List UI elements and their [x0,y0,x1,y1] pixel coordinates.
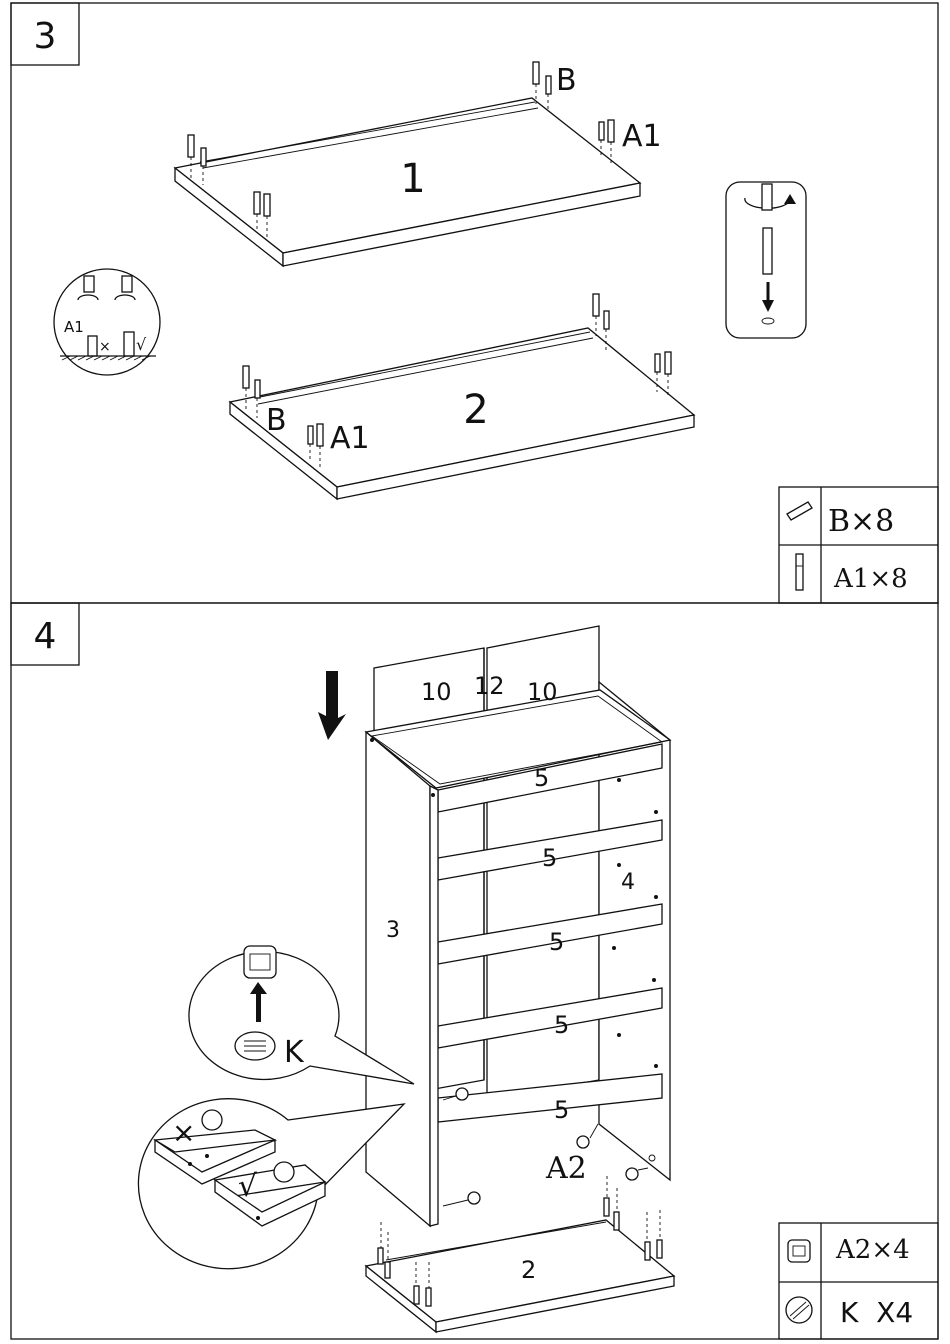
detail-a1-label: A1 [64,318,84,336]
shelf-5-label-5: 5 [554,1096,569,1124]
step-3-number: 3 [34,16,57,57]
step-4-section: 4 [11,603,938,1339]
part-k-count: K X4 [840,1296,913,1329]
detail-right-mark: √ [136,335,147,354]
callout-b-top: B [556,63,577,98]
cam-right-mark: √ [238,1169,258,1204]
panel-2-drawing [230,294,694,499]
callout-a2: A2 [545,1151,587,1186]
shelf-5-label-2: 5 [542,844,557,872]
cam-bolt-icon [796,554,803,590]
panel-10-right-label: 10 [527,678,558,706]
callout-k: K [284,1035,305,1070]
panel-4-label: 4 [621,870,635,895]
callout-a1-bottom: A1 [330,421,370,456]
part-a2-count: A2×4 [835,1235,910,1265]
step-3-section: 3 [11,3,938,603]
shelf-5-label-1: 5 [534,764,549,792]
panel-12-label: 12 [474,672,505,700]
callout-b-bottom: B [266,403,287,438]
cam-lock-part-icon [788,1240,810,1262]
panel-10-left-label: 10 [421,678,452,706]
part-b-count: B×8 [828,504,894,539]
side-panel-3-drawing [366,732,438,1226]
shelf-5-label-4: 5 [554,1011,569,1039]
detail-wrong-mark: × [99,339,111,355]
cam-lock-icon [244,946,276,978]
cap-cover-part-icon [786,1297,812,1323]
screw-in-detail [726,182,806,338]
panel-2-label: 2 [463,387,488,433]
panel-1-label: 1 [400,156,425,202]
step-4-number: 4 [34,616,57,657]
insert-down-arrow [318,671,346,740]
panel-2-bottom-label: 2 [521,1256,536,1284]
callout-a1-top: A1 [622,119,662,154]
panel-3-label: 3 [386,918,400,943]
cam-wrong-mark: × [172,1116,195,1149]
shelf-5-label-3: 5 [549,928,564,956]
wood-dowel-icon [787,502,812,520]
cap-cover-icon [235,1032,275,1060]
part-a1-count: A1×8 [833,564,908,594]
